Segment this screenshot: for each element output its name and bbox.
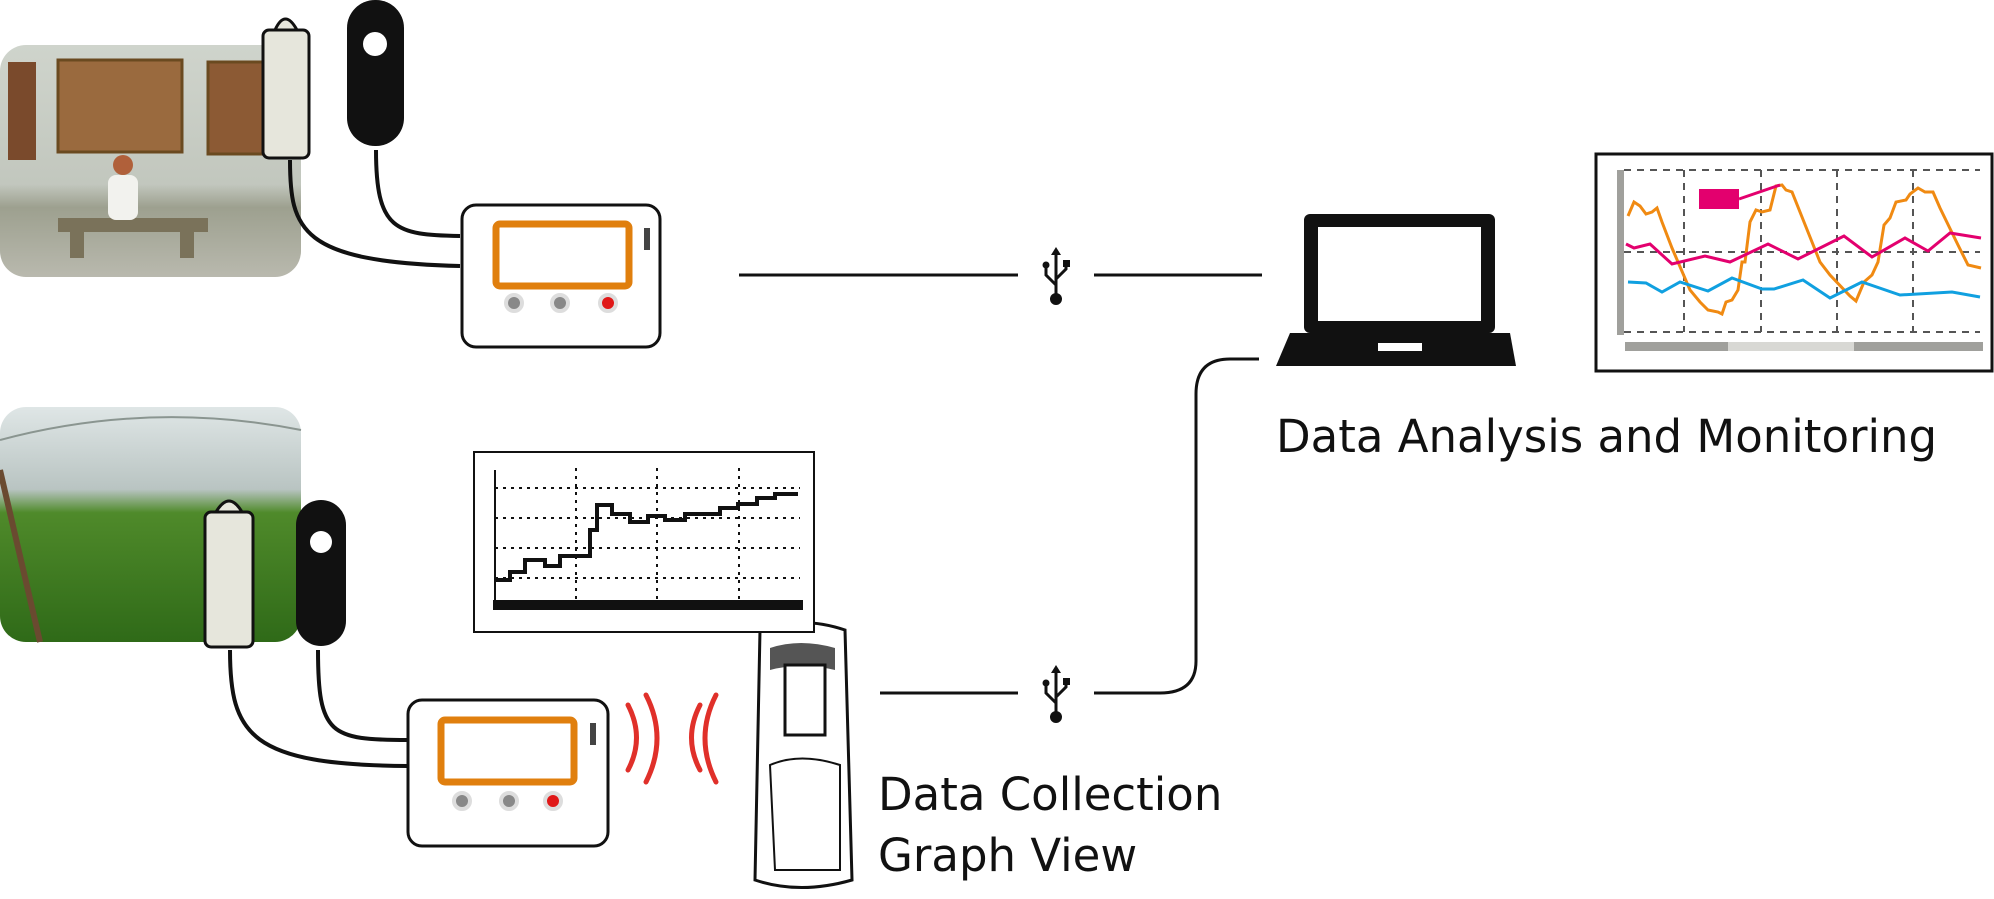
collection-data-line: [495, 492, 798, 582]
handheld-reader-icon: [753, 621, 854, 889]
sensor-icon: [261, 0, 461, 268]
museum-photo: [0, 45, 301, 277]
series-magenta-line: [1625, 231, 1982, 266]
graph-view-label: Graph View: [878, 829, 1137, 882]
collection-label: Data Collection: [878, 768, 1222, 821]
data-logger-icon: [460, 203, 662, 349]
analysis-chart: [1594, 152, 1994, 373]
series-blue-line: [1627, 276, 1981, 300]
greenhouse-photo: [0, 407, 302, 643]
analysis-label: Data Analysis and Monitoring: [1276, 410, 1937, 463]
usb-icon: [1042, 247, 1070, 305]
laptop-icon: [1276, 214, 1516, 366]
usb-cable: [1094, 357, 1259, 695]
data-logger-icon: [406, 698, 610, 848]
collection-graph: [473, 451, 815, 633]
sensor-icon: [203, 499, 409, 768]
wireless-signal-icon: [625, 692, 719, 785]
usb-icon: [1042, 665, 1070, 723]
legend-marker: [1699, 189, 1739, 209]
